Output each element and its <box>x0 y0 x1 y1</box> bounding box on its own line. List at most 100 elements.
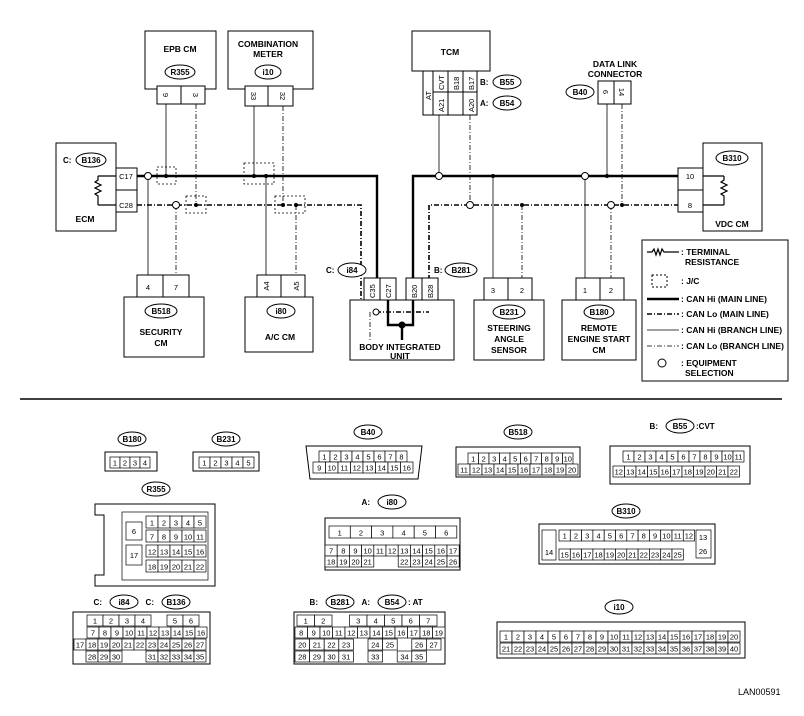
b281-r4-cell <box>367 650 383 663</box>
i80-r2-pin-9: 9 <box>353 547 357 556</box>
b281-r3-pin-25: 25 <box>386 641 394 650</box>
b310-r1-pin-2: 2 <box>574 532 578 541</box>
remote-conn-ref: B180 <box>589 308 609 317</box>
r355-r4-pin-18: 18 <box>148 563 156 572</box>
b55-label: B55 <box>673 422 688 431</box>
i80-r1-pin-1: 1 <box>338 529 342 538</box>
vdc-name: VDC CM <box>715 219 749 229</box>
security-name-line2: CM <box>154 338 167 348</box>
b281-r2-pin-17: 17 <box>410 629 418 638</box>
b281-r2-pin-13: 13 <box>360 629 368 638</box>
i84-r4-cell <box>193 650 207 663</box>
i80-label: i80 <box>386 498 398 507</box>
b55-r1-cell <box>732 450 745 463</box>
r355-r1-cell <box>193 515 207 529</box>
b310-r1-pin-1: 1 <box>563 532 567 541</box>
i10-r1-pin-20: 20 <box>730 633 738 642</box>
legend-can-lo-branch: : CAN Lo (BRANCH LINE) <box>681 341 784 351</box>
i84-r1-pin-4: 4 <box>141 617 145 626</box>
b55-r2-pin-16: 16 <box>661 468 669 477</box>
tcm-pin-a20: A20 <box>467 99 476 112</box>
i84-r3-pin-23: 23 <box>148 641 156 650</box>
b310-r2-pin-20: 20 <box>617 551 625 560</box>
b180-oval <box>117 431 147 447</box>
r355-r1-pin-1: 1 <box>150 519 154 528</box>
b310-r2-pin-15: 15 <box>560 551 568 560</box>
i84-r2-pin-13: 13 <box>161 629 169 638</box>
i10-r1-pin-2: 2 <box>516 633 520 642</box>
b518-r1-pin-6: 6 <box>524 455 528 464</box>
r355-r2-pin-10: 10 <box>184 533 192 542</box>
tcm-ref-b55: B55 <box>500 78 515 87</box>
b180-cell <box>139 456 151 469</box>
i80-r2-pin-7: 7 <box>329 547 333 556</box>
i10-r2-pin-30: 30 <box>610 645 618 654</box>
i80-oval <box>377 494 407 510</box>
i84-prefix: C: <box>94 598 102 607</box>
ecm-conn-ref: B136 <box>81 156 101 165</box>
i10-r2-pin-27: 27 <box>574 645 582 654</box>
i10-r2-pin-24: 24 <box>538 645 546 654</box>
b55-r1-pin-2: 2 <box>637 453 641 462</box>
b281-r1-cell <box>314 614 333 627</box>
i80-r3-pin-24: 24 <box>425 558 433 567</box>
b518-r2-pin-15: 15 <box>508 466 516 475</box>
i84-r2-pin-11: 11 <box>137 629 145 638</box>
i10-r1-pin-16: 16 <box>682 633 690 642</box>
epb-pin-9: 9 <box>161 93 170 97</box>
i80-r3-cell <box>446 555 460 568</box>
i10-r2-cell <box>727 642 741 655</box>
b518-oval <box>503 424 533 440</box>
i10-r1-pin-3: 3 <box>528 633 532 642</box>
r355-r4-pin-22: 22 <box>196 563 204 572</box>
b281-r1-pin-6: 6 <box>409 617 413 626</box>
b281-r3-cell <box>426 638 442 651</box>
i80-r2-pin-12: 12 <box>388 547 396 556</box>
vdc-pin-10: 10 <box>686 172 694 181</box>
biu-internal-lines <box>376 300 429 340</box>
r355-r2-pin-11: 11 <box>196 533 204 542</box>
b281-r3-pin-27: 27 <box>430 641 438 650</box>
b40-r1-pin-1: 1 <box>322 453 326 462</box>
b281-r2-pin-16: 16 <box>397 629 405 638</box>
r355-r3-pin-13: 13 <box>160 548 168 557</box>
r355-r2-pin-9: 9 <box>174 533 178 542</box>
i10-r1-pin-9: 9 <box>600 633 604 642</box>
b310-label: B310 <box>616 507 636 516</box>
i84-r3-pin-22: 22 <box>136 641 144 650</box>
r355-r3-pin-16: 16 <box>196 548 204 557</box>
i10-r1-pin-13: 13 <box>646 633 654 642</box>
b40-r1-pin-3: 3 <box>344 453 348 462</box>
i10-r2-pin-28: 28 <box>586 645 594 654</box>
i80-r3-pin-22: 22 <box>400 558 408 567</box>
i84-r1-pin-1: 1 <box>93 617 97 626</box>
i84-r3-pin-21: 21 <box>124 641 132 650</box>
b281-r2-pin-9: 9 <box>312 629 316 638</box>
body-integrated-unit-module: C: i84 B: B281 C35 C27 B20 B28 BODY INTE… <box>326 262 478 361</box>
steer-pin-2: 2 <box>520 286 524 295</box>
i80-r3-pin-25: 25 <box>437 558 445 567</box>
b55-r1-pin-10: 10 <box>723 453 731 462</box>
b518-r1-pin-7: 7 <box>534 455 538 464</box>
remote-name-line1: REMOTE <box>581 323 618 333</box>
b40-r1-pin-4: 4 <box>355 453 359 462</box>
remote-name-line3: CM <box>592 345 605 355</box>
b310-r2-pin-24: 24 <box>662 551 670 560</box>
b40-r2-pin-16: 16 <box>403 464 411 473</box>
b310-r2-pin-19: 19 <box>606 551 614 560</box>
i10-r2-pin-25: 25 <box>550 645 558 654</box>
b136-prefix: C: <box>146 598 154 607</box>
i84-r2-pin-12: 12 <box>149 629 157 638</box>
b281-r4-pin-29: 29 <box>313 653 321 662</box>
b518-r2-pin-11: 11 <box>460 466 468 475</box>
i80-r3-pin-23: 23 <box>412 558 420 567</box>
b55-r2-pin-19: 19 <box>695 468 703 477</box>
i80-r2-pin-17: 17 <box>449 547 457 556</box>
i10-r1-pin-1: 1 <box>504 633 508 642</box>
b310-r1-pin-7: 7 <box>630 532 634 541</box>
i84-r3-cell <box>193 638 207 651</box>
